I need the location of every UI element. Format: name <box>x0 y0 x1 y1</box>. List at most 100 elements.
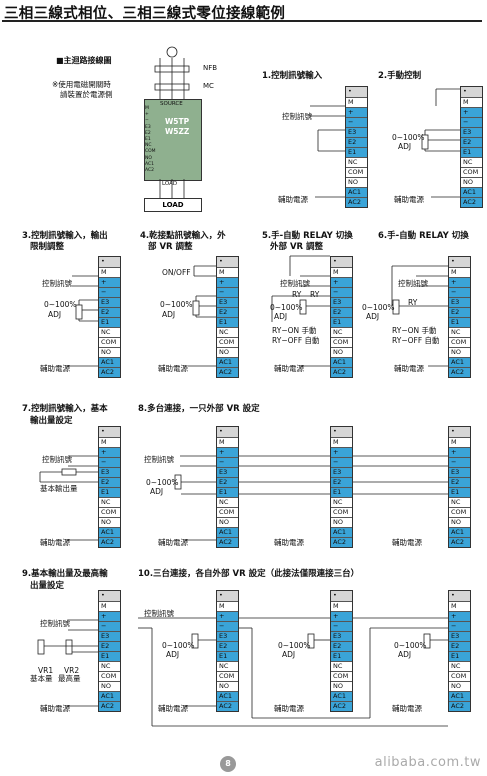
terminal-10-7: NC <box>449 497 470 507</box>
terminal-11-4: E3 <box>99 631 120 641</box>
terminal-6-8: COM <box>449 337 470 347</box>
terminal-13-3: − <box>331 621 352 631</box>
label-adj-5: ADJ <box>274 312 288 321</box>
label-ctrl-6: 控制訊號 <box>398 279 428 288</box>
label-ry-5a: RY <box>292 290 302 299</box>
terminal-11-6: E1 <box>99 651 120 661</box>
terminal-5-5: E2 <box>331 307 352 317</box>
terminal-8-2: + <box>217 447 238 457</box>
label-adj-10b: ADJ <box>282 650 296 659</box>
mc-contactor <box>154 83 190 91</box>
label-pct-5: 0~100% <box>270 303 303 312</box>
panel-4-title-b: 部 VR 調整 <box>148 242 193 252</box>
terminal-4-6: E1 <box>217 317 238 327</box>
terminal-4-7: NC <box>217 327 238 337</box>
label-aux-10a: 輔助電源 <box>158 704 188 713</box>
terminal-5-6: E1 <box>331 317 352 327</box>
device-side-label-6: NC <box>145 143 152 149</box>
terminal-13-0: • <box>331 591 352 601</box>
vr-3 <box>75 304 83 320</box>
terminal-10-6: E1 <box>449 487 470 497</box>
panel-10-title: 10.三台連接，各自外部 VR 設定（此接法僅限連接三台） <box>138 569 360 579</box>
terminal-12-4: E3 <box>217 631 238 641</box>
terminal-7-5: E2 <box>99 477 120 487</box>
terminal-13-8: COM <box>331 671 352 681</box>
terminal-13-5: E2 <box>331 641 352 651</box>
terminal-7-9: NO <box>99 517 120 527</box>
label-adj-10a: ADJ <box>166 650 180 659</box>
nfb-label: NFB <box>203 64 218 72</box>
label-aux-9: 輔助電源 <box>40 704 70 713</box>
terminal-2-8: COM <box>461 167 482 177</box>
terminal-5-3: − <box>331 287 352 297</box>
terminal-14-7: NC <box>449 661 470 671</box>
terminal-3-3: − <box>99 287 120 297</box>
label-aux-2: 輔助電源 <box>394 195 424 204</box>
terminal-1-5: E2 <box>346 137 367 147</box>
terminal-12-9: NO <box>217 681 238 691</box>
terminal-14-5: E2 <box>449 641 470 651</box>
terminal-11-3: − <box>99 621 120 631</box>
label-ctrl-3: 控制訊號 <box>42 279 72 288</box>
terminal-5-10: AC1 <box>331 357 352 367</box>
page-title: 三相三線式相位、三相三線式零位接線範例 <box>4 6 286 22</box>
terminal-11-10: AC1 <box>99 691 120 701</box>
label-onoff-4: ON/OFF <box>162 268 191 277</box>
terminal-9-7: NC <box>331 497 352 507</box>
terminal-1-9: NO <box>346 177 367 187</box>
label-ry-6: RY <box>408 298 418 307</box>
load-small-label: LOAD <box>162 181 178 187</box>
panel-3-title-a: 3.控制訊號輸入，輸出 <box>22 231 108 241</box>
model-name-2: W5ZZ <box>165 127 190 136</box>
source-label: SOURCE <box>160 101 183 107</box>
label-ctrl-7: 控制訊號 <box>42 455 72 464</box>
terminal-1-4: E3 <box>346 127 367 137</box>
watermark-site: alibaba.com.tw <box>374 755 481 770</box>
terminal-6-10: AC1 <box>449 357 470 367</box>
terminal-4-10: AC1 <box>217 357 238 367</box>
device-side-label-5: E1 <box>145 137 151 142</box>
terminal-10-9: NO <box>449 517 470 527</box>
label-ryon-6: RY−ON 手動 <box>392 326 437 335</box>
panel-2-title: 2.手動控制 <box>378 71 422 81</box>
terminal-2-1: M <box>461 97 482 107</box>
vr1-9 <box>37 639 45 655</box>
terminal-5-4: E3 <box>331 297 352 307</box>
terminal-7-4: E3 <box>99 467 120 477</box>
terminal-12-2: + <box>217 611 238 621</box>
label-aux-10c: 輔助電源 <box>392 704 422 713</box>
terminal-8-11: AC2 <box>217 537 238 547</box>
terminal-10-5: E2 <box>449 477 470 487</box>
terminal-2-2: + <box>461 107 482 117</box>
panel-8-title: 8.多台連接，一只外部 VR 設定 <box>138 404 260 414</box>
terminal-14-0: • <box>449 591 470 601</box>
terminal-4-0: • <box>217 257 238 267</box>
label-basic-9: 基本量 <box>30 674 53 683</box>
model-name-1: W5TP <box>165 117 190 126</box>
terminal-1-10: AC1 <box>346 187 367 197</box>
terminal-3-5: E2 <box>99 307 120 317</box>
source-circle <box>166 46 178 58</box>
load-box: LOAD <box>144 198 202 212</box>
device-side-label-10: AC2 <box>145 168 155 173</box>
panel-5-title-b: 外部 VR 調整 <box>270 242 324 252</box>
terminal-6-1: M <box>449 267 470 277</box>
label-pct-6: 0~100% <box>362 303 395 312</box>
terminal-12-3: − <box>217 621 238 631</box>
terminal-8-7: NC <box>217 497 238 507</box>
device-side-label-3: E3 <box>145 124 151 130</box>
terminal-1-11: AC2 <box>346 197 367 207</box>
terminal-14-9: NO <box>449 681 470 691</box>
terminal-4-4: E3 <box>217 297 238 307</box>
label-adj-4: ADJ <box>162 310 176 319</box>
label-pct-10a: 0~100% <box>162 641 195 650</box>
terminal-11-0: • <box>99 591 120 601</box>
terminal-11-7: NC <box>99 661 120 671</box>
terminal-6-5: E2 <box>449 307 470 317</box>
